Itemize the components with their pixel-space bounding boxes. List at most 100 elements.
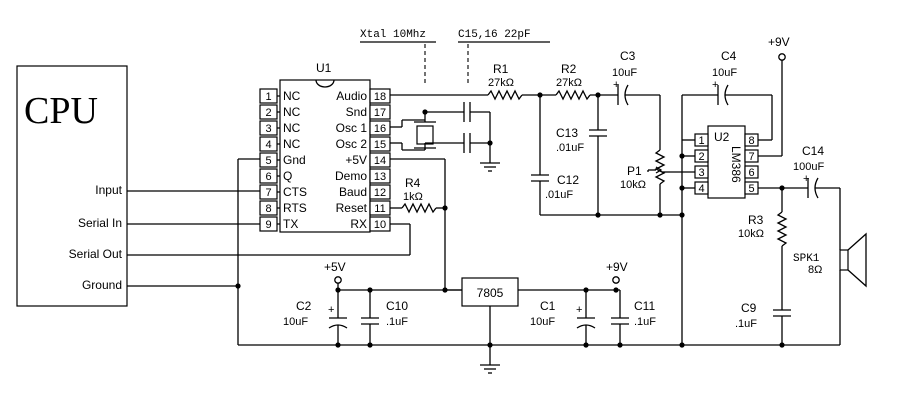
u2-chip: U2 LM386 1 2 3 4 8 7 6 5 [694, 125, 759, 199]
spk1-value: 8Ω [808, 264, 822, 276]
c4-value: 10uF [712, 67, 737, 79]
u1-pin-name: NC [283, 89, 301, 103]
u2-pin-5: 5 [744, 181, 759, 195]
c13-value: .01uF [556, 142, 584, 154]
c3-ref: C3 [620, 49, 636, 63]
u1-pin-number: 14 [374, 155, 386, 167]
r1-value: 27kΩ [488, 77, 514, 89]
cpu-title: CPU [24, 90, 98, 132]
plus5-label: +5V [324, 260, 346, 274]
r4-value: 1kΩ [403, 191, 423, 203]
cpu-signal-input: Input [95, 183, 122, 197]
u1-pin-name: RX [350, 217, 367, 231]
c11-ref: C11 [634, 299, 655, 313]
xtal-annotation: Xtal 10Mhz [360, 29, 426, 41]
u1-pin-number: 6 [265, 171, 271, 183]
u1-pin-13: 13 Demo [335, 168, 391, 184]
u2-pin-1: 1 [694, 133, 709, 147]
u2-pin-number: 2 [698, 151, 704, 163]
u1-pin-number: 7 [265, 187, 271, 199]
u1-pin-number: 12 [374, 187, 386, 199]
u1-pin-number: 1 [265, 91, 271, 103]
u1-pin-1: 1 NC [259, 88, 301, 104]
c14-ref: C14 [802, 144, 824, 158]
regulator-label: 7805 [477, 286, 504, 300]
u1-pin-number: 15 [374, 139, 386, 151]
u1-pin-3: 3 NC [259, 120, 301, 136]
cpu-signal-serial-in: Serial In [78, 216, 122, 230]
u1-pin-18: 18 Audio [336, 88, 391, 104]
u1-pin-name: RTS [283, 201, 307, 215]
c2-ref: C2 [296, 299, 312, 313]
u2-pin-number: 7 [748, 151, 754, 163]
u1-pin-name: Reset [336, 201, 368, 215]
u2-part: LM386 [729, 146, 743, 183]
c15-16-annotation: C15,16 22pF [458, 29, 531, 41]
u1-pin-15: 15 Osc 2 [336, 136, 391, 152]
r3-ref: R3 [748, 213, 764, 227]
p1-value: 10kΩ [620, 179, 646, 191]
u1-pin-17: 17 Snd [346, 104, 391, 120]
u2-pin-number: 3 [698, 167, 704, 179]
u1-pin-name: NC [283, 137, 301, 151]
cpu-signal-ground: Ground [82, 278, 122, 292]
u1-pin-number: 3 [265, 123, 271, 135]
u1-pin-name: CTS [283, 185, 307, 199]
u1-pin-number: 2 [265, 107, 271, 119]
u2-wires [647, 53, 867, 345]
c1-ref: C1 [540, 299, 556, 313]
spk1-ref: SPK1 [793, 253, 820, 265]
u1-pin-number: 13 [374, 171, 386, 183]
c4-ref: C4 [721, 49, 737, 63]
c1-plus: + [576, 304, 582, 316]
r1-ref: R1 [493, 62, 509, 76]
c11-value: .1uF [634, 316, 656, 328]
u1-pin-11: 11 Reset [336, 200, 391, 216]
u1-pin-name: Osc 2 [336, 137, 368, 151]
u1-pin-name: Audio [336, 89, 367, 103]
u1-pin-name: NC [283, 121, 301, 135]
u2-pin-8: 8 [744, 133, 759, 147]
c10-ref: C10 [386, 299, 408, 313]
r2-value: 27kΩ [556, 77, 582, 89]
u1-pin-name: NC [283, 105, 301, 119]
c14-plus: + [803, 173, 809, 185]
regulator-7805 [461, 277, 519, 307]
u1-pin-number: 11 [374, 203, 385, 215]
crystal-section [390, 102, 500, 172]
u1-ref: U1 [316, 61, 332, 75]
u2-pin-3: 3 [694, 165, 709, 179]
u1-pin-number: 18 [374, 91, 386, 103]
u1-pin-number: 17 [374, 107, 386, 119]
u1-pin-name: TX [283, 217, 298, 231]
u1-pin-name: Osc 1 [336, 121, 368, 135]
u2-ref: U2 [714, 130, 730, 144]
component-labels: R1 27kΩ R2 27kΩ C3 10uF + C4 10uF + +9V … [283, 35, 824, 330]
u2-pin-number: 8 [748, 135, 754, 147]
cpu-signal-serial-out: Serial Out [69, 247, 123, 261]
u1-right-wires [390, 158, 462, 291]
u2-pin-number: 4 [698, 183, 704, 195]
u1-pin-number: 9 [265, 219, 271, 231]
c1-value: 10uF [530, 316, 555, 328]
u1-pin-name: +5V [345, 153, 367, 167]
u1-pin-2: 2 NC [259, 104, 301, 120]
u2-pin-number: 6 [748, 167, 754, 179]
c14-value: 100uF [793, 161, 824, 173]
audio-path [390, 84, 682, 218]
u2-pin-2: 2 [694, 149, 709, 163]
u1-pin-10: 10 RX [350, 216, 391, 232]
c9-value: .1uF [735, 318, 757, 330]
u1-pin-name: Demo [335, 169, 367, 183]
u2-pin-6: 6 [744, 165, 759, 179]
u1-pin-number: 10 [374, 219, 386, 231]
u1-pin-name: Snd [346, 105, 367, 119]
c13-ref: C13 [556, 126, 578, 140]
c3-value: 10uF [612, 67, 637, 79]
